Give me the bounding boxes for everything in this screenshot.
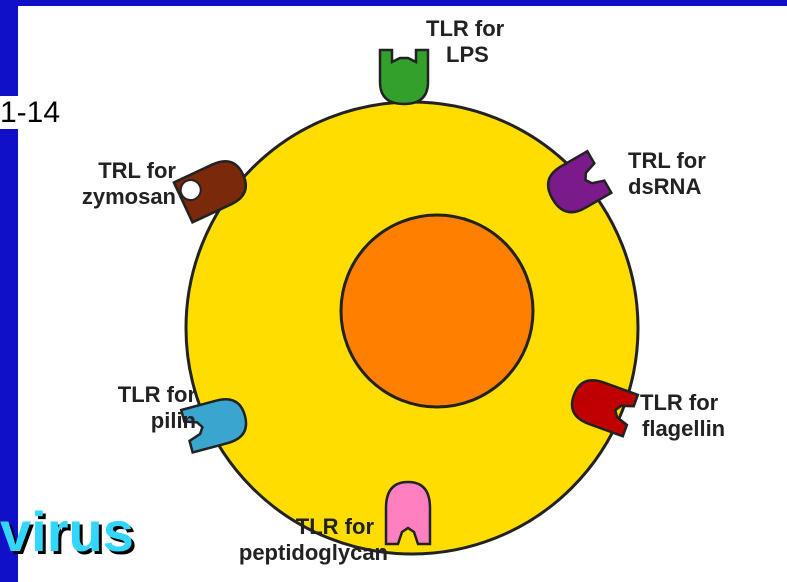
pilin-label-line1: TLR for: [80, 382, 196, 408]
flagellin-label-line2: flagellin: [640, 416, 725, 442]
lps-label-line1: TLR for: [426, 16, 504, 42]
pilin-label: TLR for pilin: [80, 382, 196, 434]
slide-partial-word: virus: [0, 500, 134, 564]
peptidoglycan-label-line1: TLR for: [214, 514, 388, 540]
cell-nucleus: [341, 215, 533, 407]
lps-label: TLR for LPS: [426, 16, 504, 68]
dsrna-label-line1: TRL for: [628, 148, 706, 174]
dsrna-label-line2: dsRNA: [628, 174, 706, 200]
zymosan-label: TRL for zymosan: [62, 158, 176, 210]
slide-number-text: 1-14: [0, 96, 60, 129]
pilin-label-line2: pilin: [80, 408, 196, 434]
flagellin-label: TLR for flagellin: [640, 390, 725, 442]
zymosan-label-line2: zymosan: [62, 184, 176, 210]
lps-label-line2: LPS: [426, 42, 504, 68]
lps-receptor-icon: [380, 50, 428, 104]
peptidoglycan-label: TLR for peptidoglycan: [214, 514, 388, 566]
peptidoglycan-label-line2: peptidoglycan: [214, 540, 388, 566]
zymosan-label-line1: TRL for: [62, 158, 176, 184]
dsrna-label: TRL for dsRNA: [628, 148, 706, 200]
slide-number: 1-14: [0, 96, 60, 130]
flagellin-label-line1: TLR for: [640, 390, 725, 416]
